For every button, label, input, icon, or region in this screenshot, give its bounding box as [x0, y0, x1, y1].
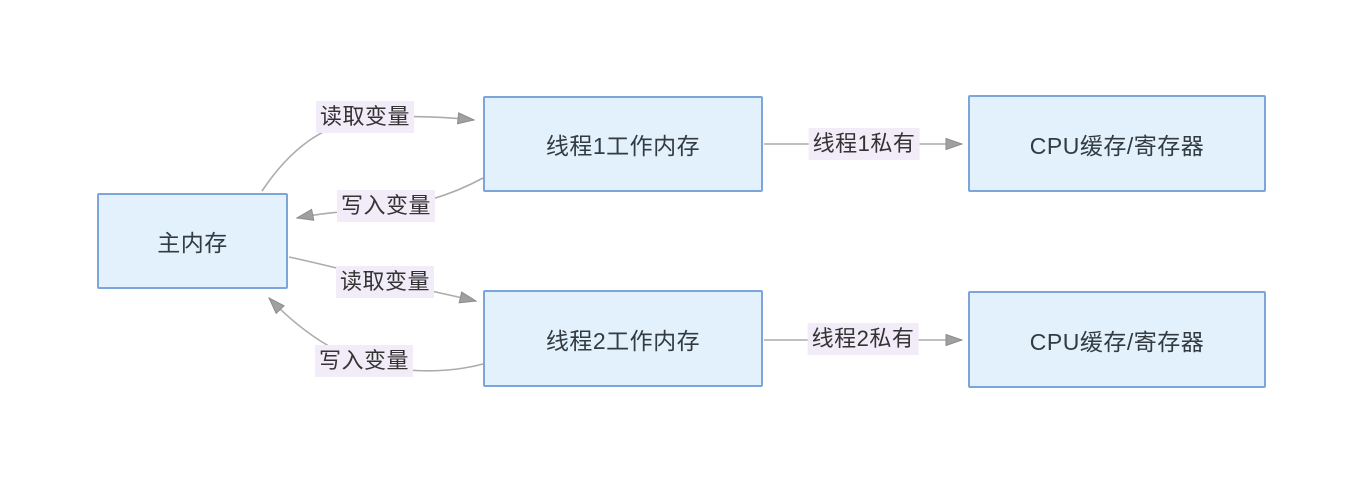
node-thread2-working-memory-label: 线程2工作内存 — [545, 327, 701, 354]
node-cpu-cache-register-2-label: CPU缓存/寄存器 — [1029, 328, 1205, 355]
edge-label-thread2-private: 线程2私有 — [807, 323, 919, 355]
node-cpu-cache-register-1-label: CPU缓存/寄存器 — [1029, 132, 1205, 159]
edge-label-read-variable-1: 读取变量 — [315, 101, 415, 133]
node-thread1-working-memory-label: 线程1工作内存 — [545, 133, 701, 159]
edge-label-read-variable-2: 读取变量 — [335, 266, 435, 298]
edge-label-write-variable-1: 写入变量 — [336, 190, 436, 222]
node-thread2-working-memory: 线程2工作内存 — [483, 290, 763, 387]
node-cpu-cache-register-1: CPU缓存/寄存器 — [968, 95, 1266, 192]
node-main-memory: 主内存 — [97, 193, 288, 289]
node-thread1-working-memory: 线程1工作内存 — [483, 96, 763, 192]
edge-label-thread1-private: 线程1私有 — [808, 128, 920, 160]
node-cpu-cache-register-2: CPU缓存/寄存器 — [968, 291, 1266, 388]
node-main-memory-label: 主内存 — [157, 230, 228, 256]
edge-label-write-variable-2: 写入变量 — [314, 345, 414, 377]
